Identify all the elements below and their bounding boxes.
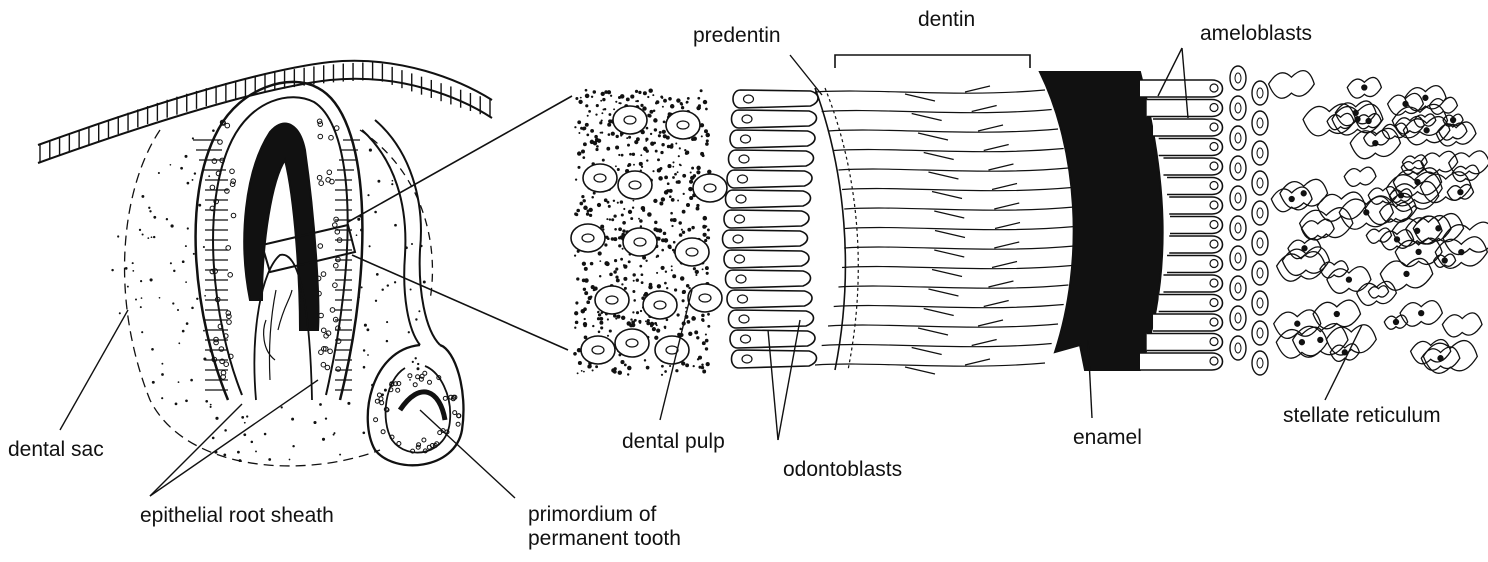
magnified-section <box>571 66 1488 376</box>
label-stellate-reticulum: stellate reticulum <box>1283 404 1441 428</box>
dental-pulp-region <box>571 88 727 375</box>
label-primordium-line1: primordium of <box>528 503 656 527</box>
label-predentin: predentin <box>693 24 781 48</box>
tooth-germ <box>193 82 362 400</box>
label-odontoblasts: odontoblasts <box>783 458 902 482</box>
stellate-reticulum-region <box>1269 71 1488 374</box>
stratum-intermedium <box>1230 66 1268 375</box>
label-dental-sac: dental sac <box>8 438 104 462</box>
label-primordium-line2: permanent tooth <box>528 527 681 551</box>
magnification-lines <box>348 96 572 350</box>
label-dentin: dentin <box>918 8 975 32</box>
label-enamel: enamel <box>1073 426 1142 450</box>
dentin-bracket <box>835 55 1030 68</box>
label-dental-pulp: dental pulp <box>622 430 725 454</box>
odontoblast-layer <box>723 90 819 368</box>
primordium-bud <box>362 120 463 465</box>
label-ameloblasts: ameloblasts <box>1200 22 1312 46</box>
label-epithelial-root-sheath: epithelial root sheath <box>140 504 334 528</box>
enamel-layer <box>1040 72 1163 370</box>
